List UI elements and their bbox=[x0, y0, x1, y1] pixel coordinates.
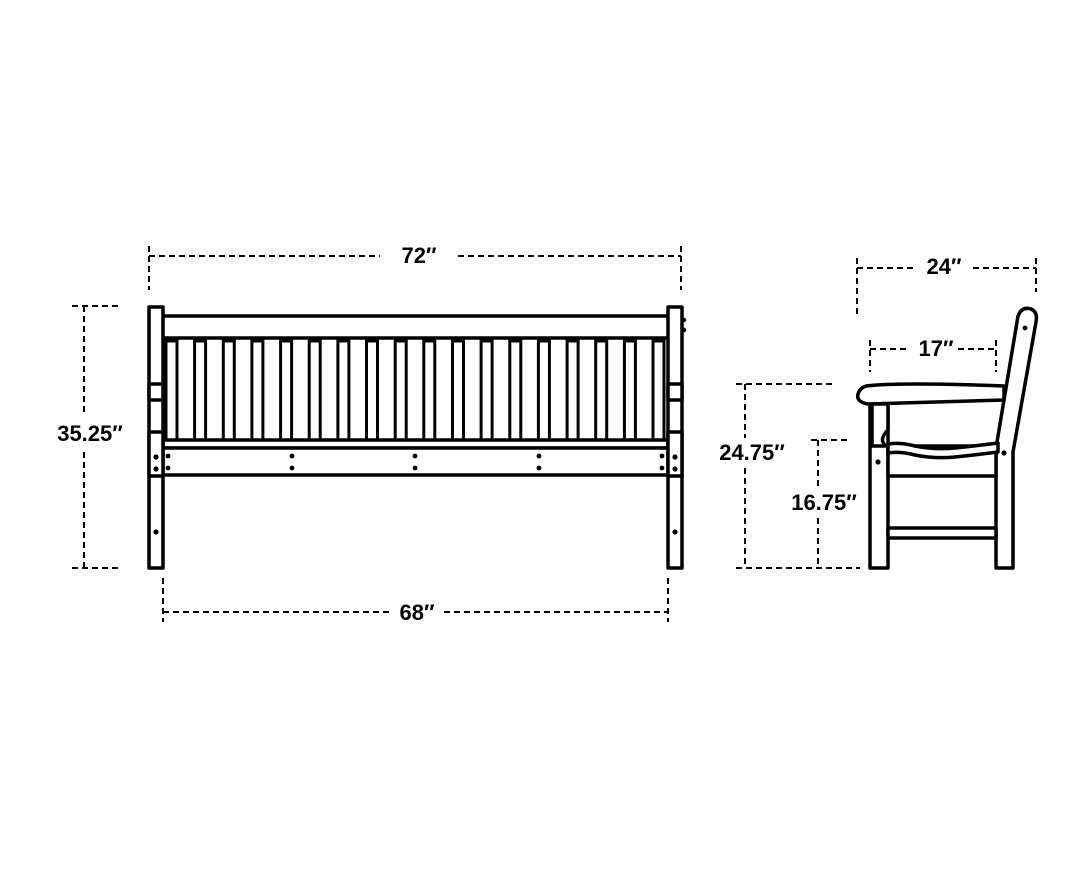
back-slat bbox=[451, 339, 465, 442]
seat-slat-profile bbox=[886, 441, 1000, 460]
bench-front-drawing bbox=[147, 305, 687, 570]
back-slat bbox=[164, 339, 179, 442]
arm-front-support bbox=[870, 402, 890, 448]
armrest bbox=[855, 382, 1006, 406]
back-slat bbox=[307, 339, 322, 442]
lower-stretcher bbox=[886, 526, 998, 540]
back-slat bbox=[594, 339, 609, 442]
right-seat-block bbox=[666, 430, 684, 478]
back-slat bbox=[336, 339, 351, 442]
bench-side-drawing bbox=[855, 306, 1039, 570]
back-slat bbox=[536, 339, 551, 442]
top-rail bbox=[158, 314, 672, 340]
left-seat-block bbox=[147, 430, 165, 478]
back-slat bbox=[651, 339, 666, 442]
back-slat bbox=[250, 339, 265, 442]
seat-depth-dimension: 17″ bbox=[869, 336, 997, 372]
overall-width-label: 72″ bbox=[401, 243, 436, 268]
side-view: 24″ 17″ 24.75″ 16.75″ bbox=[719, 254, 1039, 570]
back-slat bbox=[508, 339, 523, 442]
overall-depth-label: 24″ bbox=[926, 254, 961, 279]
back-slat bbox=[565, 339, 580, 442]
back-slat bbox=[365, 339, 379, 442]
back-slat bbox=[221, 339, 236, 442]
front-view: 72″ 35.25″ 68″ bbox=[57, 243, 687, 625]
left-arm-block bbox=[147, 382, 165, 402]
back-slats bbox=[164, 339, 666, 442]
back-slat bbox=[622, 339, 637, 442]
seat-height-label: 16.75″ bbox=[791, 490, 857, 515]
seat-width-dimension: 68″ bbox=[162, 578, 669, 625]
seat-width-label: 68″ bbox=[399, 600, 434, 625]
arm-height-dimension: 24.75″ bbox=[719, 383, 860, 569]
overall-height-label: 35.25″ bbox=[57, 421, 123, 446]
front-bolts bbox=[153, 317, 687, 535]
right-arm-block bbox=[666, 382, 684, 402]
seat-height-dimension: 16.75″ bbox=[791, 439, 857, 568]
overall-width-dimension: 72″ bbox=[148, 243, 682, 290]
back-slat bbox=[422, 339, 437, 442]
seat-apron bbox=[158, 446, 672, 477]
rear-post bbox=[994, 306, 1039, 570]
seat-depth-label: 17″ bbox=[918, 336, 953, 361]
overall-height-dimension: 35.25″ bbox=[57, 305, 123, 569]
arm-height-label: 24.75″ bbox=[719, 440, 785, 465]
overall-depth-dimension: 24″ bbox=[856, 254, 1037, 318]
back-slat bbox=[279, 339, 294, 442]
back-slat bbox=[479, 339, 494, 442]
back-slat bbox=[193, 339, 208, 442]
back-slat bbox=[393, 339, 408, 442]
